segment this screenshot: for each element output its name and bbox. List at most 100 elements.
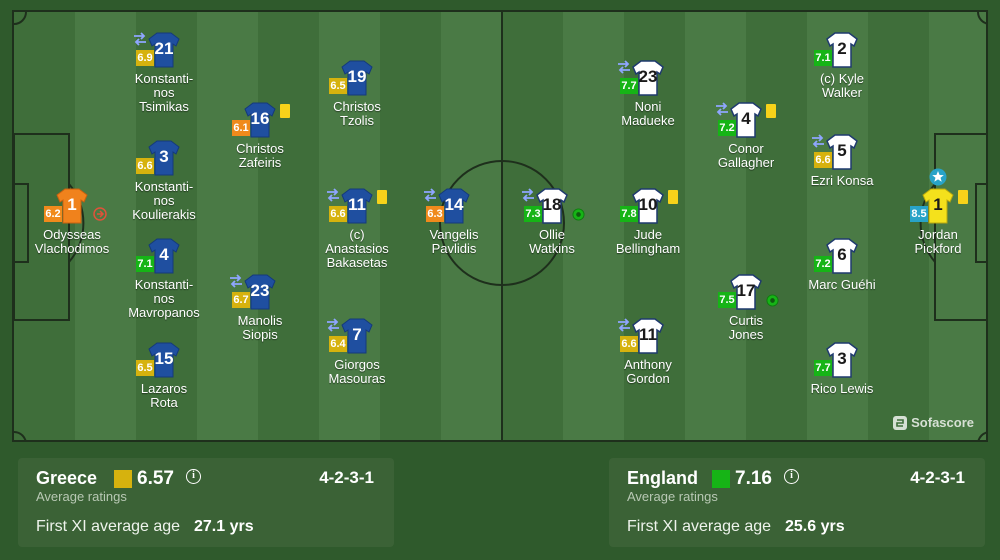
shirt: 6 7.2 [814,238,858,274]
player-name: Ollie Watkins [529,227,575,256]
shirt-icon [826,32,858,68]
player-greece-19[interactable]: 19 6.5 Christos Tzolis [297,60,417,128]
player-greece-4[interactable]: 4 7.1 Konstanti- nos Mavropanos [104,238,224,320]
shirt-icon [438,188,470,224]
player-greece-16[interactable]: 16 6.1 Christos Zafeiris [200,102,320,170]
rating-badge: 7.2 [814,256,832,272]
player-name: Noni Madueke [621,99,675,128]
info-icon[interactable]: i [784,469,799,484]
average-rating: 7.16 [735,468,772,489]
player-greece-7[interactable]: 7 6.4 Giorgos Masouras [297,318,417,386]
team-summary-greece: Greece 6.57 i 4-2-3-1 Average ratings Fi… [18,458,394,547]
info-icon[interactable]: i [186,469,201,484]
player-england-2[interactable]: 2 7.1 (c) Kyle Walker [782,32,902,100]
shirt-icon [56,188,88,224]
player-england-23[interactable]: 23 7.7 Noni Madueke [588,60,708,128]
shirt-number: 7 [352,325,362,344]
shirt-number: 1 [67,195,77,214]
average-ratings-label: Average ratings [36,489,127,504]
shirt-number: 19 [347,67,367,86]
player-england-11[interactable]: 11 6.6 Anthony Gordon [588,318,708,386]
shirt-icon [632,318,664,354]
shirt: 4 7.1 [136,238,180,274]
player-greece-14[interactable]: 14 6.3 Vangelis Pavlidis [394,188,514,256]
shirt-icon [244,102,276,138]
shirt-number: 3 [159,147,169,166]
player-name: Curtis Jones [728,313,764,342]
sofascore-icon [893,415,908,430]
rating-badge: 6.2 [44,206,62,222]
substitution-icon [134,32,146,46]
player-england-3[interactable]: 3 7.7 Rico Lewis [782,342,902,396]
player-greece-11[interactable]: 11 6.6 (c) Anastasios Bakasetas [297,188,417,270]
player-england-17[interactable]: 17 7.5 Curtis Jones [686,274,806,342]
shirt-icon [341,188,373,224]
shirt-number: 14 [444,195,464,214]
rating-badge: 6.5 [136,360,154,376]
shirt: 18 7.3 [522,188,585,224]
shirt: 3 7.7 [814,342,858,378]
player-name: Anthony Gordon [624,357,672,386]
shirt: 2 7.1 [814,32,858,68]
shirt-icon [536,188,568,224]
goal-icon [572,208,585,221]
goal-icon [766,294,779,307]
substitution-icon [327,188,339,202]
shirt: 23 6.7 [230,274,276,310]
player-name: Jude Bellingham [615,227,681,256]
rating-color-square [712,470,730,488]
shirt-number: 5 [837,141,847,160]
rating-badge: 6.6 [329,206,347,222]
player-england-4[interactable]: 4 7.2 Conor Gallagher [686,102,806,170]
shirt: 7 6.4 [327,318,373,354]
shirt-number: 4 [159,245,169,264]
player-name: Ezri Konsa [810,173,874,188]
player-greece-3[interactable]: 3 6.6 Konstanti- nos Koulierakis [104,140,224,222]
substitution-icon [327,318,339,332]
shirt-number: 10 [638,195,658,214]
player-greece-15[interactable]: 15 6.5 Lazaros Rota [104,342,224,410]
average-rating: 6.57 [137,468,174,489]
player-greece-23[interactable]: 23 6.7 Manolis Siopis [200,274,320,342]
shirt-number: 15 [154,349,174,368]
shirt: 15 6.5 [136,342,180,378]
player-name: Konstanti- nos Koulierakis [132,179,196,222]
rating-badge: 6.7 [232,292,250,308]
sofascore-logo: Sofascore [893,415,974,430]
shirt-icon [730,102,762,138]
yellow-card-icon [958,190,968,204]
rating-badge: 6.5 [329,78,347,94]
player-england-6[interactable]: 6 7.2 Marc Guéhi [782,238,902,292]
shirt-number: 1 [933,195,943,214]
shirt: 11 6.6 [618,318,664,354]
shirt-icon [148,32,180,68]
player-england-5[interactable]: 5 6.6 Ezri Konsa [782,134,902,188]
shirt: 16 6.1 [232,102,290,138]
yellow-card-icon [280,104,290,118]
player-greece-1[interactable]: 1 6.2 Odysseas Vlachodimos [14,188,132,256]
average-ratings-label: Average ratings [627,489,718,504]
shirt-icon [632,188,664,224]
sofascore-wordmark: Sofascore [911,415,974,430]
shirt-number: 23 [250,281,270,300]
shirt-number: 16 [250,109,270,128]
substitution-icon [618,60,630,74]
shirt-icon [632,60,664,96]
rating-badge: 6.9 [136,50,154,66]
team-summary-england: England 7.16 i 4-2-3-1 Average ratings F… [609,458,985,547]
shirt-number: 18 [542,195,562,214]
player-name: Konstanti- nos Tsimikas [134,71,194,114]
rating-badge: 7.2 [718,120,736,136]
shirt: 17 7.5 [718,274,779,310]
shirt-number: 11 [348,195,366,214]
shirt: 3 6.6 [136,140,180,176]
player-greece-21[interactable]: 21 6.9 Konstanti- nos Tsimikas [104,32,224,114]
substitution-icon [424,188,436,202]
pitch: 1 6.2 Odysseas Vlachodimos 21 6.9 Konsta… [12,10,988,442]
shirt: 19 6.5 [329,60,373,96]
player-england-1[interactable]: 1 8.5 Jordan Pickford [878,168,986,256]
rating-badge: 8.5 [910,206,928,222]
player-name: Jordan Pickford [914,227,962,256]
player-england-18[interactable]: 18 7.3 Ollie Watkins [492,188,612,256]
player-england-10[interactable]: 10 7.8 Jude Bellingham [588,188,708,256]
